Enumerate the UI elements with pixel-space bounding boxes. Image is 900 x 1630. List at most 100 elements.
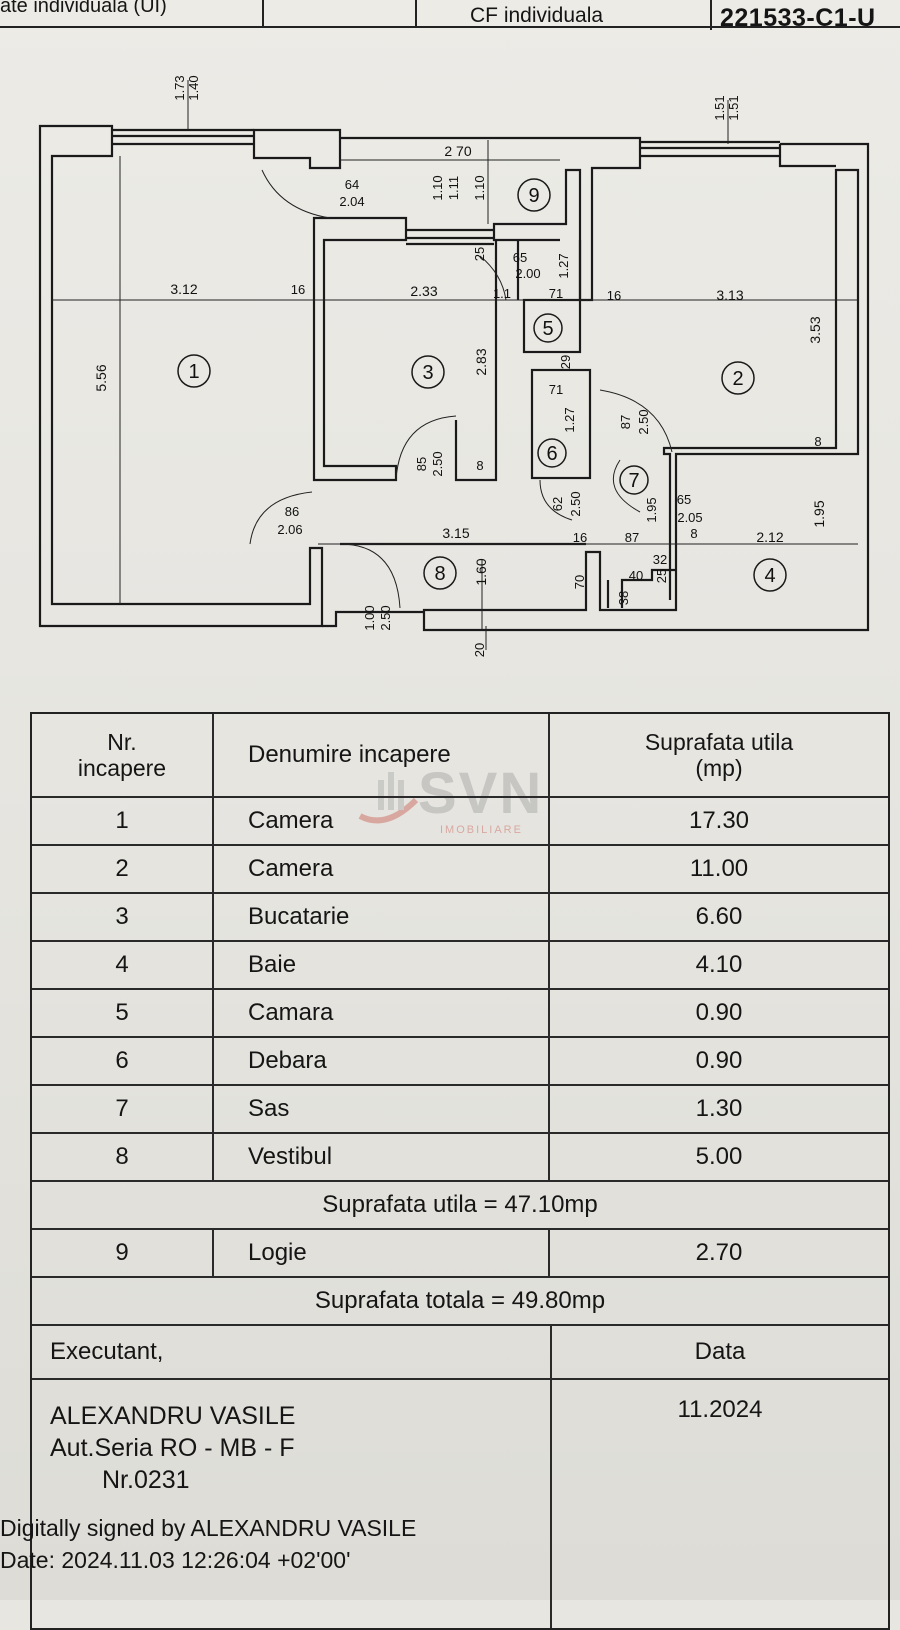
dim-label: 1.27 xyxy=(562,407,577,432)
dim-label: 70 xyxy=(572,575,587,589)
dim-label: 1.95 xyxy=(644,497,659,522)
floor-plan: 1 2 3 4 5 6 7 8 9 1.73 1.40 1.51 1.51 2 … xyxy=(0,60,900,660)
dim-label: 1.60 xyxy=(473,558,489,585)
dim-label: 25 xyxy=(472,247,487,261)
table-row: 2 Camera 11.00 xyxy=(32,846,888,894)
row-area: 17.30 xyxy=(688,807,750,834)
storage-box xyxy=(530,368,592,480)
watermark-text: SVN xyxy=(418,761,544,826)
room-number-3: 3 xyxy=(422,362,433,384)
row-name: Logie xyxy=(214,1230,550,1276)
dim-label: 87 xyxy=(618,415,633,429)
header-area-line1: Suprafata utila xyxy=(644,729,794,755)
header-nr-cell: Nr. incapere xyxy=(32,714,214,796)
dim-label: 1.10 xyxy=(430,175,445,200)
wall-outline xyxy=(322,610,424,628)
useful-total-row: Suprafata utila = 47.10mp xyxy=(32,1182,888,1230)
wall-outline xyxy=(454,240,498,482)
dim-label: 2 70 xyxy=(444,143,471,159)
room-number-5: 5 xyxy=(542,318,553,340)
dim-label: 87 xyxy=(625,530,639,545)
row-nr: 2 xyxy=(32,846,214,892)
row-nr: 5 xyxy=(32,990,214,1036)
dim-label: 85 xyxy=(414,457,429,471)
row-area: 0.90 xyxy=(695,1047,743,1074)
row-nr: 6 xyxy=(32,1038,214,1084)
dim-label: 3.53 xyxy=(807,316,823,343)
row-nr: 4 xyxy=(32,942,214,988)
dim-label: 2.05 xyxy=(677,510,702,525)
row-name: Baie xyxy=(214,942,550,988)
wall-outline xyxy=(422,142,870,632)
table-row: 8 Vestibul 5.00 xyxy=(32,1134,888,1182)
row-name: Debara xyxy=(214,1038,550,1084)
executant-nr: Nr.0231 xyxy=(102,1466,190,1494)
row-nr: 7 xyxy=(32,1086,214,1132)
wall-outline xyxy=(778,144,836,168)
dim-label: 2.12 xyxy=(756,529,783,545)
dim-label: 86 xyxy=(285,504,299,519)
step-outline xyxy=(620,568,676,608)
dim-label: 1.27 xyxy=(556,253,571,278)
table-row: 5 Camara 0.90 xyxy=(32,990,888,1038)
dim-label: 1.11 xyxy=(446,176,461,200)
date-value: 11.2024 xyxy=(677,1396,763,1423)
executant-block: ALEXANDRU VASILE Aut.Seria RO - MB - F N… xyxy=(32,1380,552,1628)
row-area: 2.70 xyxy=(695,1239,743,1266)
floor-plan-svg: 1 2 3 4 5 6 7 8 9 1.73 1.40 1.51 1.51 2 … xyxy=(38,75,870,657)
dim-label: 71 xyxy=(549,382,563,397)
row-area: 11.00 xyxy=(689,855,749,882)
dim-label: 8 xyxy=(476,458,483,473)
room-number-2: 2 xyxy=(732,368,743,390)
header-nr-line2: incapere xyxy=(77,755,167,781)
header-cell-mid: CF individuala xyxy=(470,4,604,27)
dim-label: 65 xyxy=(513,250,527,265)
dim-label: 1.51 xyxy=(726,95,741,120)
dim-label: 2.50 xyxy=(378,605,393,630)
dim-label: 16 xyxy=(573,530,587,545)
dim-label: 29 xyxy=(558,355,573,369)
header-separator xyxy=(415,0,417,27)
row-area: 1.30 xyxy=(695,1095,743,1122)
signature-body-row: ALEXANDRU VASILE Aut.Seria RO - MB - F N… xyxy=(32,1380,888,1628)
header-area-cell: Suprafata utila (mp) xyxy=(550,714,888,796)
digital-signature-line1: Digitally signed by ALEXANDRU VASILE xyxy=(0,1515,417,1541)
row-name: Sas xyxy=(214,1086,550,1132)
dim-label: 38 xyxy=(616,591,631,605)
row-name: Camara xyxy=(214,990,550,1036)
dim-label: 2.50 xyxy=(636,409,651,434)
row-area: 6.60 xyxy=(695,903,743,930)
dim-label: 3.13 xyxy=(716,287,743,303)
header-separator xyxy=(710,0,712,30)
room-number-7: 7 xyxy=(628,470,639,492)
header-separator xyxy=(262,0,264,27)
dim-label: 1.40 xyxy=(186,75,201,100)
row-nr: 3 xyxy=(32,894,214,940)
dim-label: 65 xyxy=(677,492,691,507)
header-name-cell: Denumire incapere xyxy=(214,714,550,796)
dim-label: 8 xyxy=(814,434,821,449)
room-number-8: 8 xyxy=(434,563,445,585)
room-number-1: 1 xyxy=(188,361,199,383)
digital-signature: Digitally signed by ALEXANDRU VASILE Dat… xyxy=(0,1512,416,1576)
dim-label: 20 xyxy=(472,643,487,657)
dim-label: 32 xyxy=(653,552,667,567)
watermark: SVN IMOBILIARE xyxy=(356,760,556,845)
wall-outline xyxy=(252,128,342,170)
dim-label: 1.51 xyxy=(712,95,727,120)
dim-label: 1.10 xyxy=(472,175,487,200)
row-area: 0.90 xyxy=(695,999,743,1026)
dim-label: 1.00 xyxy=(362,605,377,630)
dim-label: 64 xyxy=(345,177,359,192)
dim-label: 1.95 xyxy=(811,500,827,527)
room-number-4: 4 xyxy=(764,565,775,587)
table-row: 9 Logie 2.70 xyxy=(32,1230,888,1278)
dim-label: 2.33 xyxy=(410,283,437,299)
rooms-table: Nr. incapere Denumire incapere Suprafata… xyxy=(30,712,890,1630)
dim-label: 3.12 xyxy=(170,281,197,297)
table-row: 7 Sas 1.30 xyxy=(32,1086,888,1134)
dim-label: 2.04 xyxy=(339,194,364,209)
grand-total-row: Suprafata totala = 49.80mp xyxy=(32,1278,888,1326)
dim-label: 1.1 xyxy=(493,286,511,301)
